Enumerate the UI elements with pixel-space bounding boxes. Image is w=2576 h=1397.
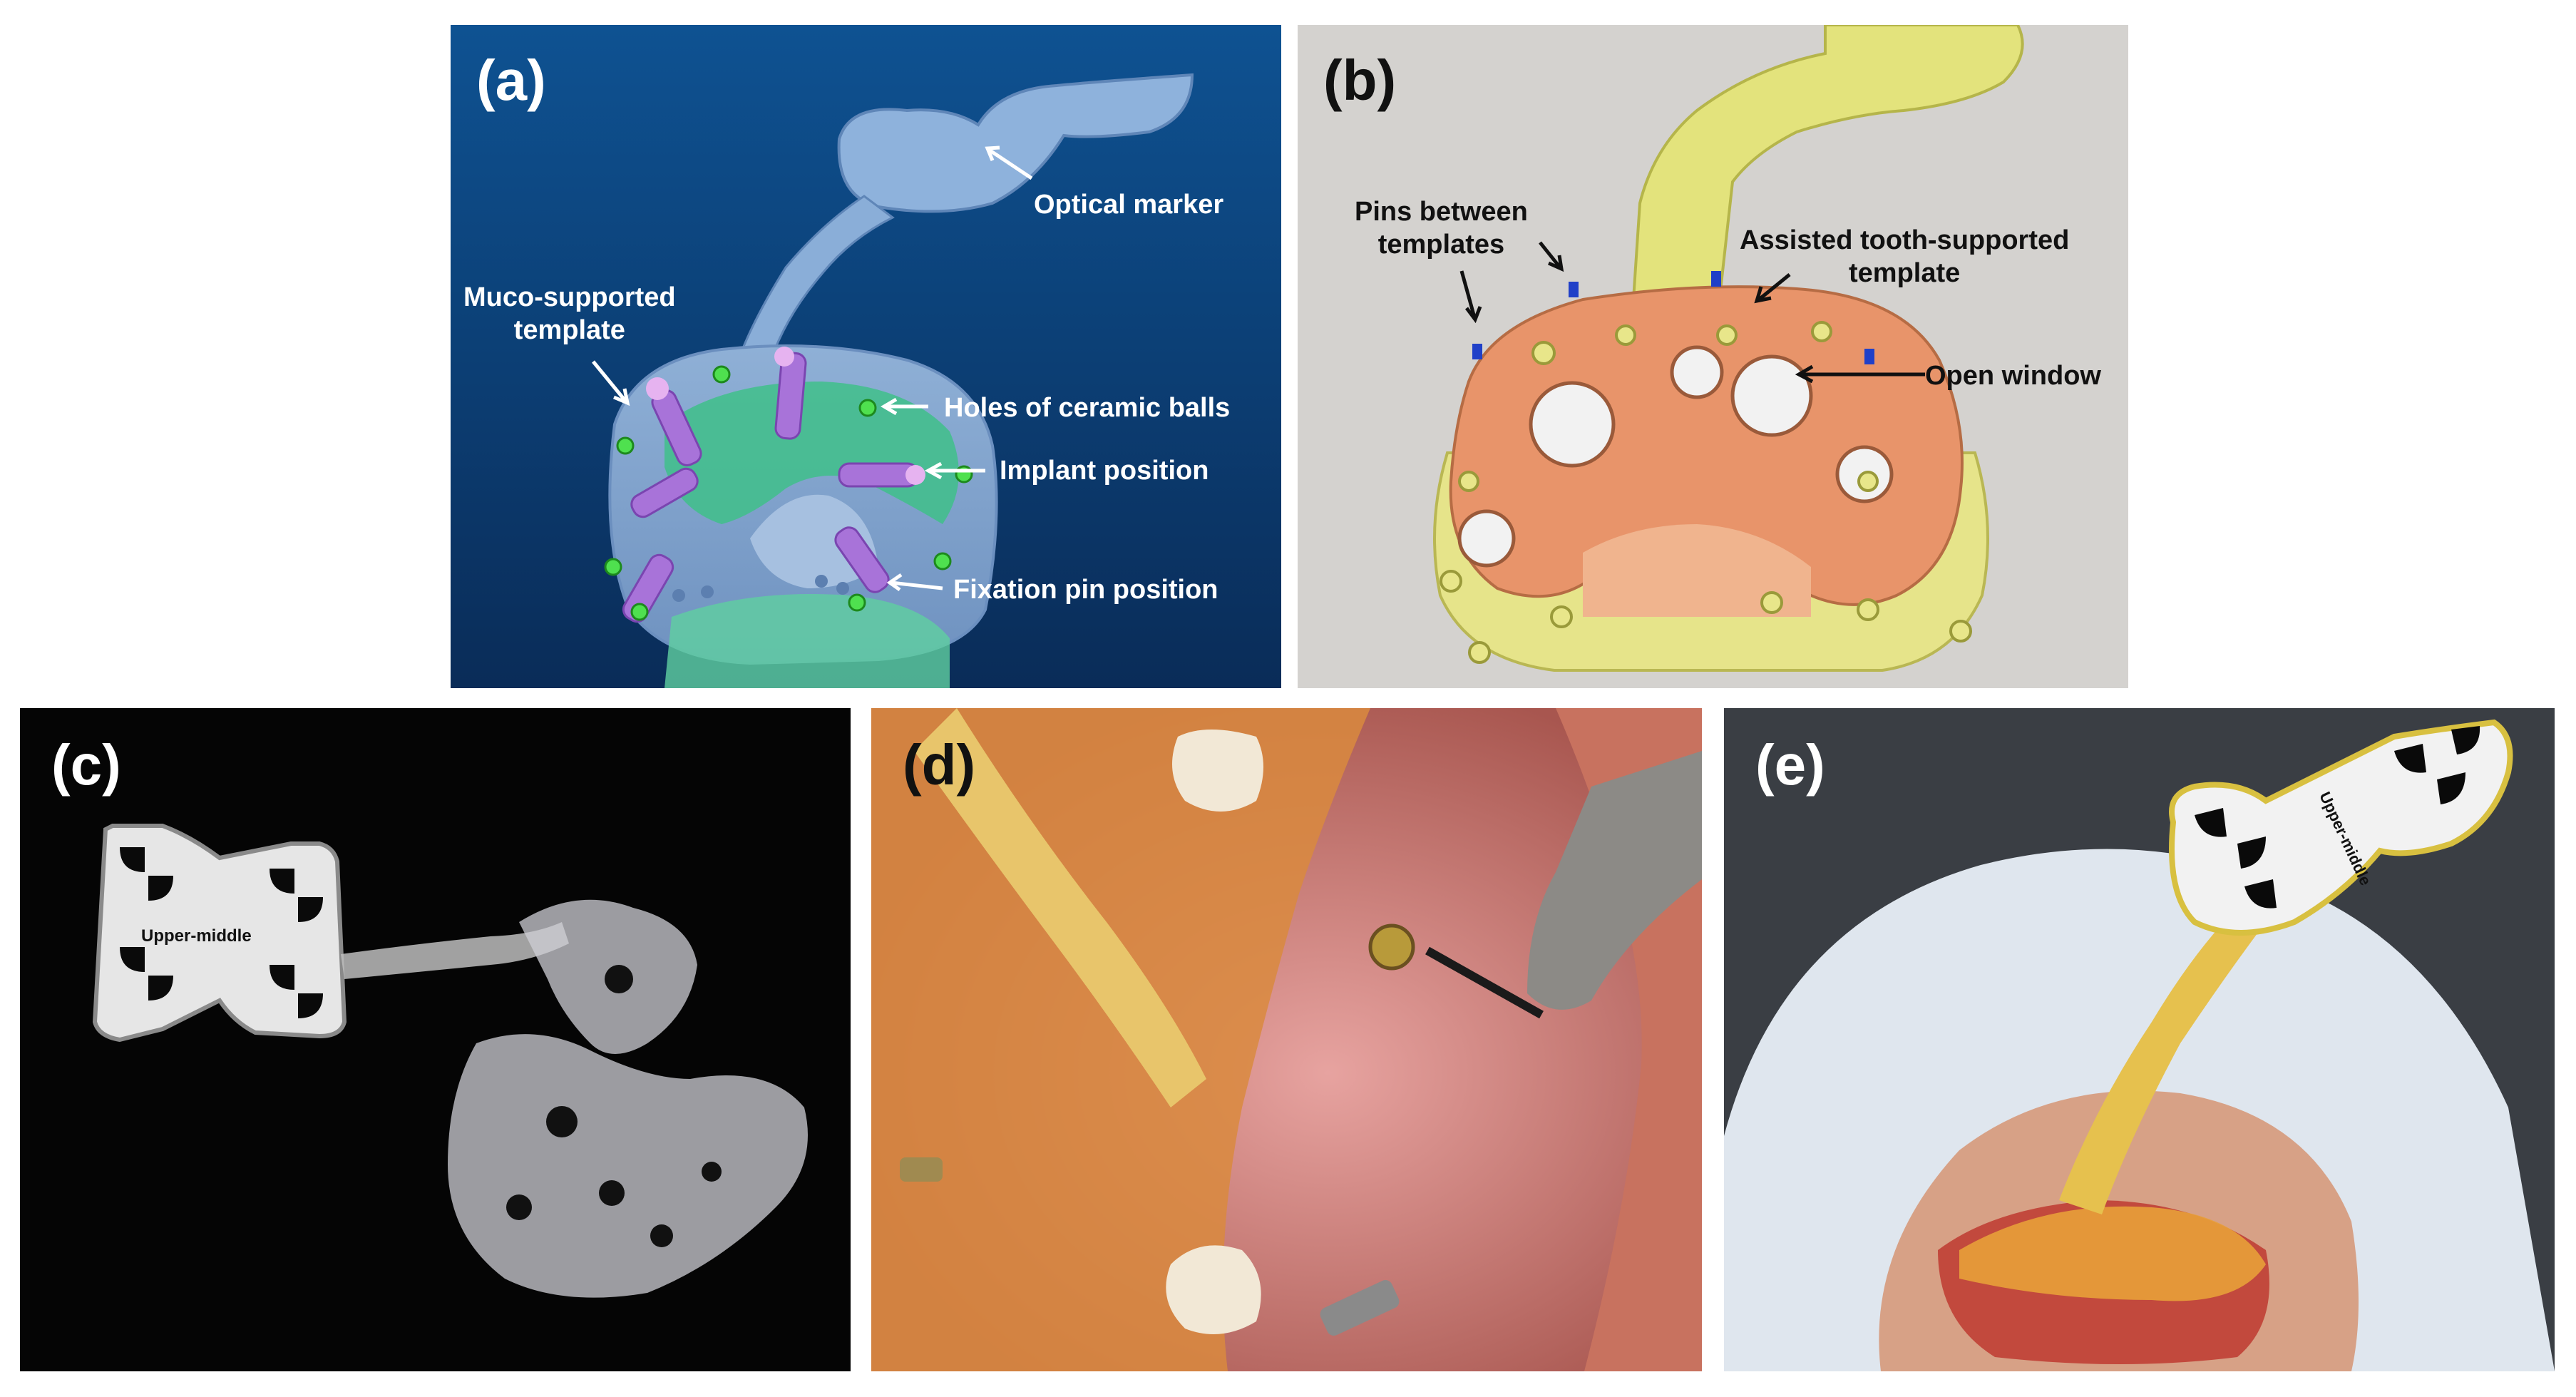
fixation-pin-left <box>900 1157 943 1182</box>
panel-d-label: (d) <box>903 733 976 797</box>
panel-a-illustration <box>451 25 1281 688</box>
tooth-lower <box>1166 1245 1261 1334</box>
panel-c-label: (c) <box>51 733 121 797</box>
panel-b: (b) Pins between templates Assisted toot… <box>1298 25 2128 688</box>
panel-a: (a) Optical marker Muco-supported templa… <box>451 25 1281 688</box>
panel-d-photo <box>871 708 1702 1371</box>
blue-pins <box>1472 271 1874 364</box>
annotation-pins-between: Pins between templates <box>1355 197 1528 260</box>
ceramic-ball-holes <box>604 365 973 621</box>
panel-e-label: (e) <box>1755 733 1825 797</box>
orange-template-shape <box>1449 285 1964 606</box>
panel-c-photo <box>20 708 851 1371</box>
yellow-arm-e <box>2059 908 2266 1214</box>
panel-d: (d) <box>871 708 1702 1371</box>
panel-b-arrows <box>1459 241 1925 384</box>
marker-text-c: Upper-middle <box>141 926 252 946</box>
tooth-upper <box>1172 730 1263 812</box>
fixation-pin-lower <box>1320 1280 1400 1336</box>
annotation-open-window: Open window <box>1925 361 2101 391</box>
orange-template-e <box>1959 1206 2266 1301</box>
green-cast-shape <box>664 382 959 524</box>
annotation-assisted: Assisted tooth-supported template <box>1740 225 2070 288</box>
orange-template-region <box>871 708 1370 1371</box>
panel-e-photo <box>1724 708 2555 1371</box>
implant-cylinders <box>622 352 919 623</box>
panel-b-label: (b) <box>1323 48 1397 112</box>
marker-arm <box>341 922 569 979</box>
marker-card-e <box>2169 719 2513 936</box>
optical-marker-shape <box>837 73 1194 213</box>
yellow-tube <box>914 708 1206 1107</box>
open-windows <box>1457 345 1894 568</box>
marker-patterns-e <box>2195 726 2480 909</box>
drill-bit <box>1425 946 1544 1019</box>
fixation-rings <box>1440 321 1972 664</box>
panel-a-label: (a) <box>476 48 546 112</box>
annotation-holes: Holes of ceramic balls <box>944 393 1231 423</box>
annotation-muco-supported: Muco-supported template <box>463 282 676 345</box>
panel-a-arrows <box>592 145 1033 592</box>
annotation-implant: Implant position <box>1000 456 1209 486</box>
template-holes <box>506 965 722 1247</box>
yellow-marker-arm <box>1631 25 2024 312</box>
handpiece <box>1527 751 1702 1010</box>
panel-b-illustration <box>1298 25 2128 688</box>
annotation-fixation-pin: Fixation pin position <box>953 575 1218 605</box>
panel-c: (c) Upper-middle <box>20 708 851 1371</box>
annotation-optical-marker: Optical marker <box>1034 190 1224 220</box>
panel-e: (e) Upper-middle <box>1724 708 2555 1371</box>
marker-patterns <box>120 847 323 1018</box>
